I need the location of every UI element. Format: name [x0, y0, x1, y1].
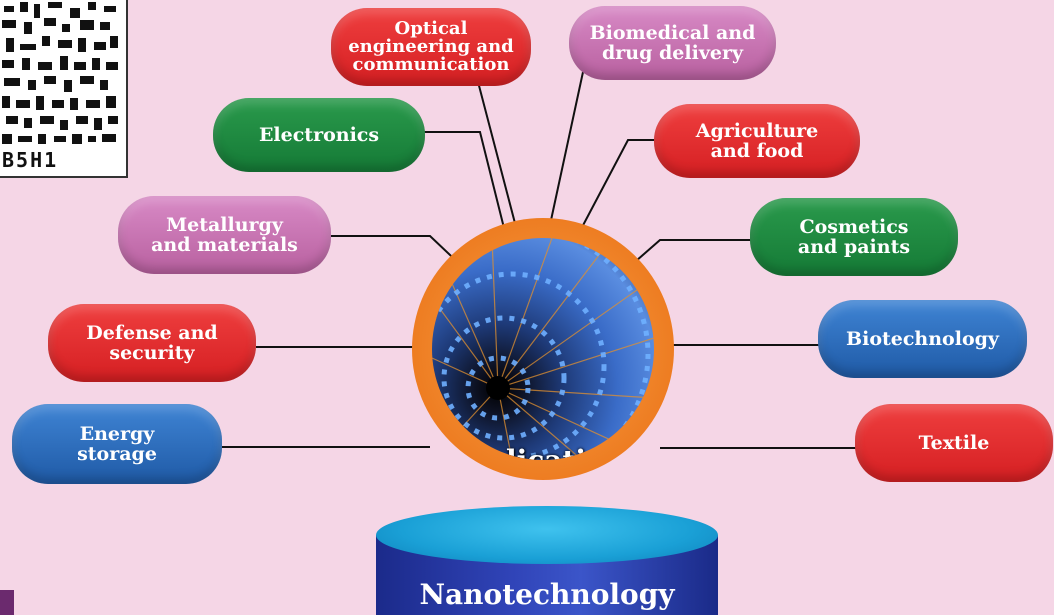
- qr-code-text: B5H1: [2, 148, 59, 172]
- line-cosmetics: [627, 239, 752, 269]
- node-metallurgy: Metallurgy and materials: [118, 196, 331, 274]
- applications-label: Applications: [432, 444, 654, 460]
- node-energy-storage: Energy storage: [12, 404, 222, 484]
- node-biomedical-label: Biomedical and drug delivery: [589, 22, 756, 64]
- node-cosmetics: Cosmetics and paints: [750, 198, 958, 276]
- node-metallurgy-label: Metallurgy and materials: [151, 214, 298, 256]
- node-defense: Defense and security: [48, 304, 256, 382]
- nanotechnology-label: Nanotechnology: [419, 578, 675, 611]
- node-biotechnology: Biotechnology: [818, 300, 1027, 378]
- node-agriculture-label: Agriculture and food: [695, 120, 819, 162]
- nanotube-pattern-icon: [432, 238, 654, 460]
- node-optical-label: Optical engineering and communication: [348, 18, 514, 75]
- nanotech-base-top: [376, 506, 718, 564]
- node-cosmetics-label: Cosmetics and paints: [797, 216, 911, 258]
- node-electronics: Electronics: [213, 98, 425, 172]
- qr-code[interactable]: B5H1: [0, 0, 128, 178]
- qr-pattern-icon: [2, 2, 118, 144]
- node-biomedical: Biomedical and drug delivery: [569, 6, 776, 80]
- node-electronics-label: Electronics: [258, 124, 380, 146]
- node-agriculture: Agriculture and food: [654, 104, 860, 178]
- nanotube-image: Applications: [432, 238, 654, 460]
- node-textile: Textile: [855, 404, 1053, 482]
- corner-accent: [0, 590, 14, 615]
- line-electronics: [423, 131, 511, 253]
- node-defense-label: Defense and security: [86, 322, 218, 364]
- node-optical-engineering: Optical engineering and communication: [331, 8, 531, 86]
- node-textile-label: Textile: [918, 432, 990, 454]
- applications-hub: Applications: [412, 218, 674, 480]
- node-biotechnology-label: Biotechnology: [846, 328, 999, 350]
- node-energy-label: Energy storage: [77, 423, 157, 465]
- line-agriculture: [569, 139, 658, 251]
